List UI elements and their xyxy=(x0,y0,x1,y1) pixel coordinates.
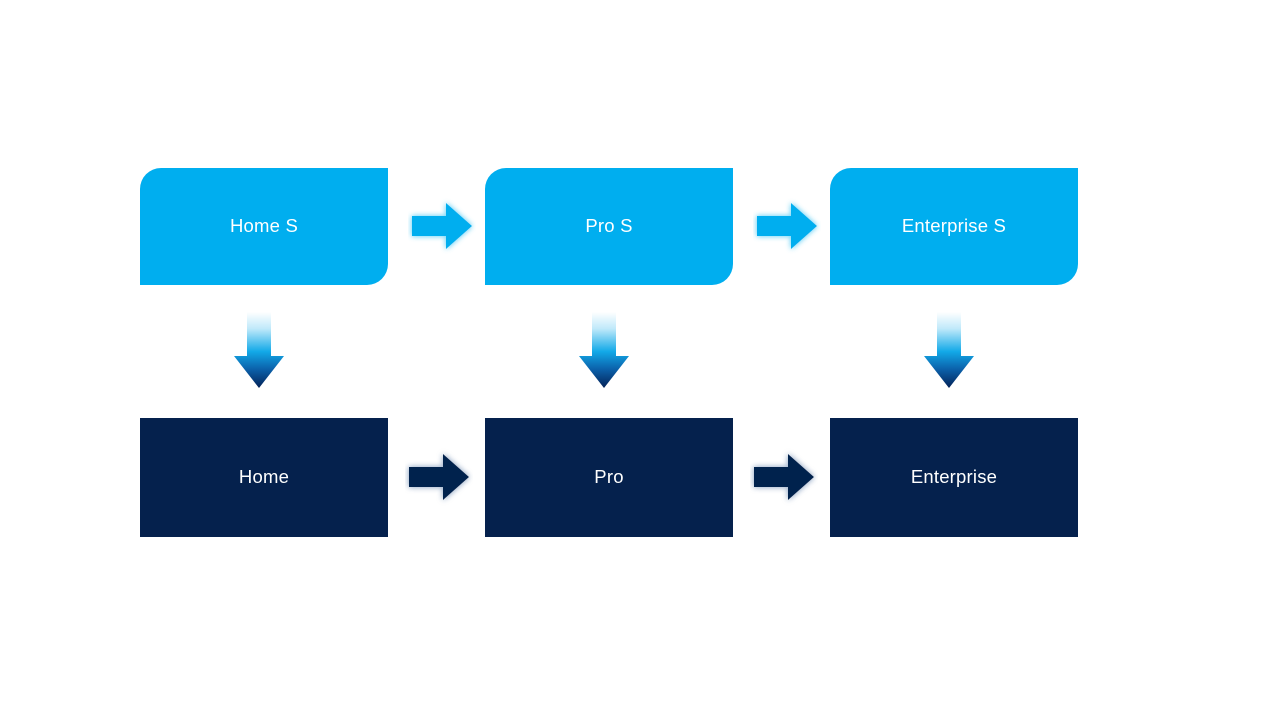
node-home-label: Home xyxy=(238,466,290,488)
node-enterprise-label: Enterprise xyxy=(910,466,998,488)
node-enterprise-s-label: Enterprise S xyxy=(901,215,1007,237)
node-home-s[interactable]: Home S xyxy=(140,168,388,285)
node-pro-label: Pro xyxy=(594,466,624,488)
node-enterprise-s[interactable]: Enterprise S xyxy=(830,168,1078,285)
arrow-pro-s-to-pro-icon xyxy=(576,310,632,390)
arrow-home-to-pro-icon xyxy=(405,447,473,507)
node-home-s-label: Home S xyxy=(229,215,299,237)
node-enterprise[interactable]: Enterprise xyxy=(830,418,1078,537)
node-pro-s-label: Pro S xyxy=(585,215,633,237)
node-pro[interactable]: Pro xyxy=(485,418,733,537)
arrow-home-s-to-home-icon xyxy=(231,310,287,390)
arrow-pro-to-enterprise-icon xyxy=(750,447,818,507)
arrow-pro-s-to-enterprise-s-icon xyxy=(753,196,821,256)
arrow-home-s-to-pro-s-icon xyxy=(408,196,476,256)
arrow-enterprise-s-to-enterprise-icon xyxy=(921,310,977,390)
node-home[interactable]: Home xyxy=(140,418,388,537)
node-pro-s[interactable]: Pro S xyxy=(485,168,733,285)
